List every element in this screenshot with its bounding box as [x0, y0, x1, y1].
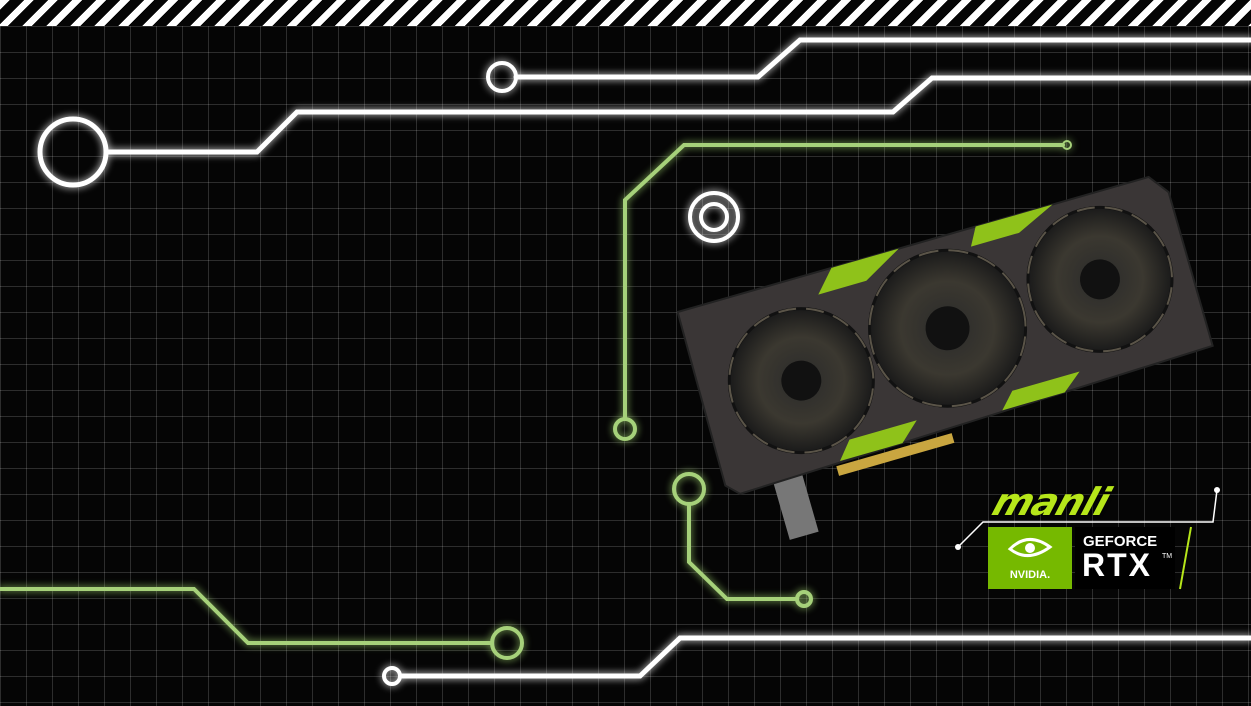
card-accent-3: [839, 420, 917, 462]
nvidia-label: NVIDIA.: [1009, 569, 1051, 581]
circuit-node-green-end: [1062, 140, 1072, 150]
manli-logo: manli: [987, 480, 1115, 524]
brand-frame: [955, 487, 1220, 590]
circuit-trace-top-2: [105, 75, 1251, 155]
card-accent-2: [970, 204, 1053, 247]
fan-icon: [868, 248, 1028, 408]
circuit-ring-inner: [699, 202, 729, 232]
hazard-stripe-border: [0, 0, 1251, 26]
circuit-trace-green-1: [623, 143, 1065, 420]
circuit-trace-bottom: [399, 635, 1251, 679]
trademark-label: TM: [1162, 553, 1173, 560]
circuit-node-green-1: [613, 417, 637, 441]
fan-icon: [727, 307, 875, 455]
circuit-trace-top-1: [513, 37, 1251, 80]
circuit-node-green-3: [795, 590, 813, 608]
rtx-label: RTX: [1082, 547, 1152, 583]
circuit-trace-green-3: [0, 587, 494, 645]
card-accent-1: [818, 248, 899, 295]
circuit-node-top: [486, 61, 518, 93]
circuit-node-green-2: [672, 472, 706, 506]
circuit-node-bottom: [382, 666, 402, 686]
geforce-rtx-badge: GEFORCE RTX TM: [1075, 527, 1175, 589]
fan-icon: [1026, 205, 1174, 353]
circuit-trace-green-2: [687, 502, 799, 601]
brand-logo-block: manli NVIDIA. GEFORCE RTX TM: [955, 480, 1220, 597]
card-pcie-connector: [836, 433, 955, 476]
geforce-label: GEFORCE: [1083, 533, 1158, 550]
card-bracket: [770, 464, 819, 540]
nvidia-badge: NVIDIA.: [988, 527, 1072, 589]
circuit-ring-outer: [688, 191, 740, 243]
circuit-node-large: [37, 116, 109, 188]
card-accent-4: [1002, 371, 1080, 411]
nvidia-eye-icon: [1007, 538, 1053, 557]
circuit-node-green-4: [490, 626, 524, 660]
